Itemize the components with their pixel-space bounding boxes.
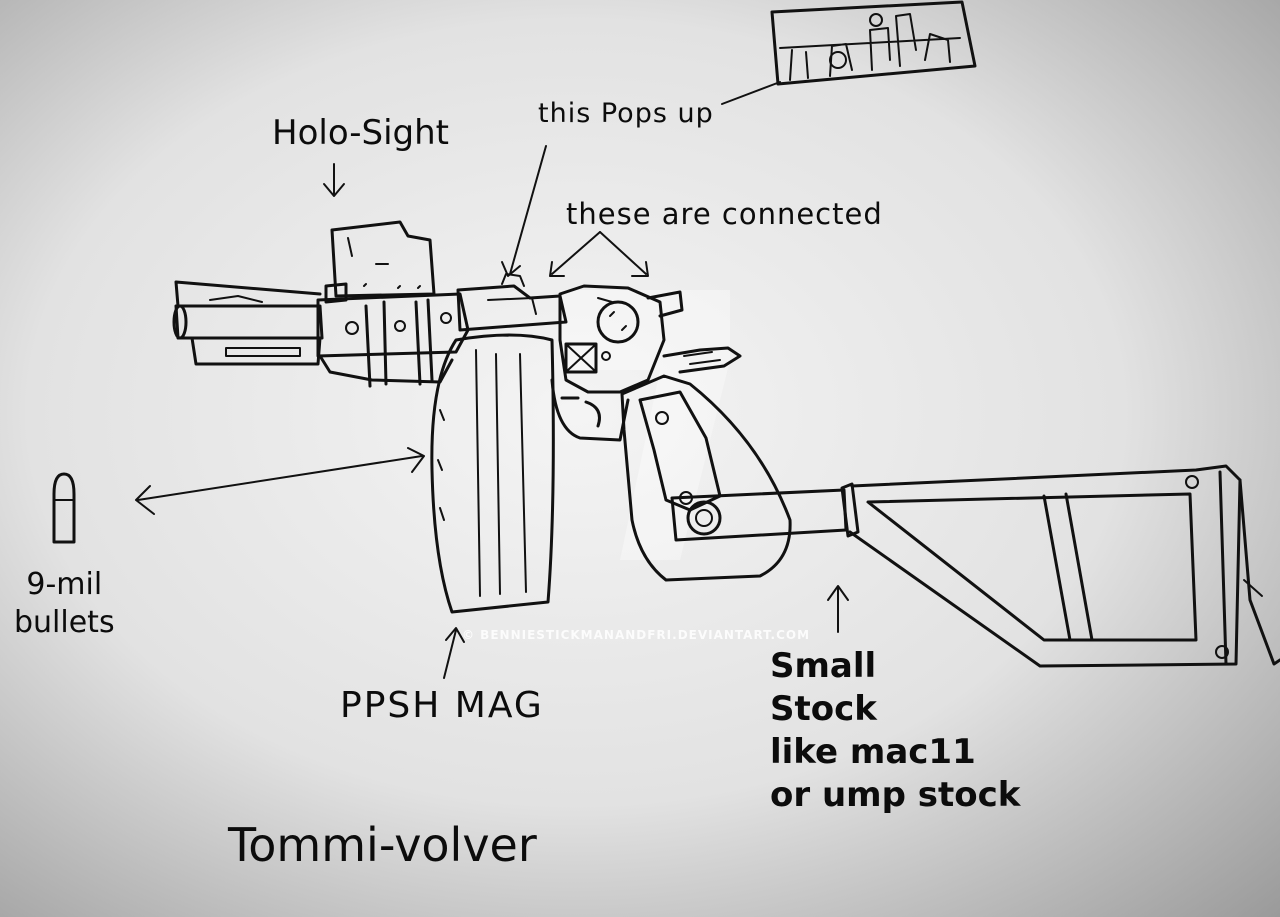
stock-label: Small Stock like mac11 or ump stock	[770, 645, 1020, 817]
bullet-icon	[52, 472, 76, 544]
watermark-text: © BENNIESTICKMANANDFRI.DEVIANTART.COM	[462, 628, 811, 642]
pointer-arrows	[135, 81, 849, 679]
gun-drawing	[172, 220, 1280, 668]
inset-thumbnail	[770, 0, 977, 86]
stock-label-line4: or ump stock	[770, 775, 1021, 815]
stock-label-line3: like mac11	[770, 732, 976, 772]
connected-label: these are connected	[566, 197, 883, 231]
stock-label-line2: Stock	[770, 689, 877, 729]
mag-label: PPSH MAG	[340, 685, 544, 726]
bullets-label-line1: 9-mil	[26, 567, 103, 602]
drawing-title: Tommi-volver	[228, 818, 537, 872]
stock-label-line1: Small	[770, 646, 877, 686]
pops-up-label: this Pops up	[538, 98, 714, 129]
bullets-label: 9-mil bullets	[14, 566, 115, 642]
watermark-logo	[560, 290, 730, 560]
bullets-label-line2: bullets	[14, 605, 115, 640]
holo-sight-label: Holo-Sight	[272, 113, 450, 153]
